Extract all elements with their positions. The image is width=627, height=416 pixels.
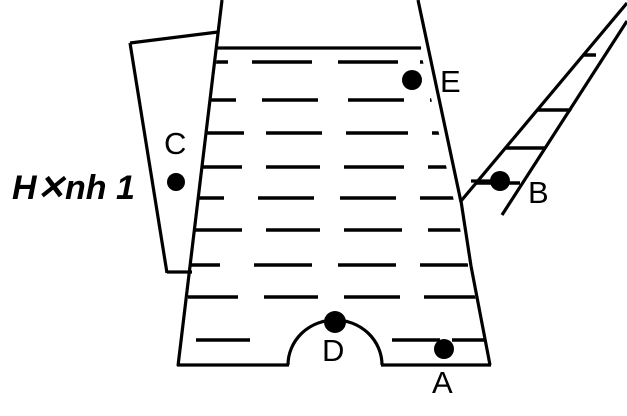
- point-label-B: B: [528, 175, 549, 210]
- point-dot-A: [434, 339, 454, 359]
- wedge-left-edge: [128, 42, 169, 274]
- main-body-outline: [176, 0, 492, 367]
- point-label-D: D: [322, 333, 344, 368]
- point-dot-E: [402, 70, 422, 90]
- v-notch-right-descent: [459, 200, 473, 267]
- main-body-right-lower-edge: [469, 265, 492, 366]
- point-label-E: E: [440, 64, 461, 99]
- point-dot-C: [167, 173, 185, 191]
- point-label-A: A: [432, 365, 453, 400]
- point-dot-B: [490, 171, 510, 191]
- channel-outer-edge: [500, 20, 627, 216]
- point-dot-D: [324, 311, 346, 333]
- figure-caption: H✕nh 1: [12, 169, 135, 207]
- right-channel-hatching: [470, 53, 596, 185]
- channel-inner-edge: [459, 1, 627, 203]
- point-label-C: C: [164, 126, 186, 161]
- right-channel-outline: [459, 1, 627, 216]
- wedge-top-edge: [129, 30, 219, 45]
- main-body-right-upper-edge: [416, 0, 463, 203]
- left-wedge-outline: [128, 30, 219, 274]
- main-body-left-edge: [176, 0, 224, 367]
